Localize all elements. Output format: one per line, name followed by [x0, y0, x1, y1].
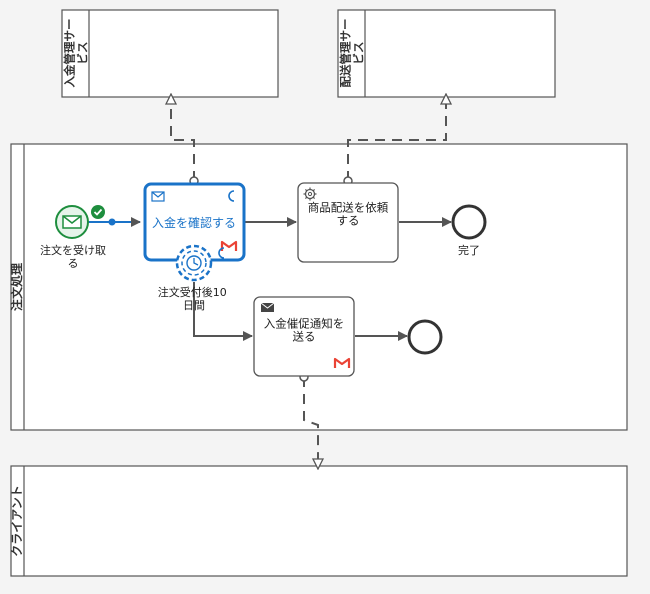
loading-spinner-icon	[228, 190, 235, 202]
start-event-message[interactable]	[55, 205, 105, 239]
task-request-delivery[interactable]: 商品配送を依頼する	[297, 182, 399, 263]
end-event-complete[interactable]	[451, 204, 487, 240]
task-send-reminder-label: 入金催促通知を送る	[264, 317, 345, 344]
pool-delivery-service[interactable]: 配送管理サービス	[337, 9, 556, 98]
timer-event-label-text: 注文受付後10	[158, 285, 227, 299]
pool-client-label: クライアント	[10, 485, 24, 557]
pool-order-process-label: 注文処理	[9, 263, 24, 311]
flow-selection-handle	[108, 218, 116, 226]
sequence-flow-timer-to-reminder[interactable]	[193, 282, 253, 341]
envelope-icon	[62, 215, 82, 229]
pool-payment-service[interactable]: 入金管理サービス	[61, 9, 279, 98]
gmail-icon	[333, 357, 351, 368]
boundary-timer-event[interactable]	[175, 244, 225, 282]
task-send-reminder[interactable]: 入金催促通知を送る	[253, 296, 355, 377]
task-request-delivery-label: 商品配送を依頼する	[308, 201, 389, 228]
check-circle-icon	[91, 205, 105, 219]
message-flow-to-payment[interactable]	[171, 99, 195, 181]
envelope-icon	[151, 191, 165, 202]
end-event-complete-label: 完了	[458, 243, 480, 257]
message-flow-to-client[interactable]	[303, 377, 318, 464]
pool-client[interactable]: クライアント	[10, 465, 628, 577]
clock-icon	[186, 255, 202, 271]
task-confirm-payment-label: 入金を確認する	[152, 215, 236, 230]
pool-payment-service-label: 入金管理サービス	[63, 19, 90, 88]
loading-spinner-icon	[218, 247, 225, 259]
timer-event-label-line2: 日間	[183, 299, 205, 312]
gear-icon	[303, 187, 317, 201]
start-event-label: 注文を受け取る	[40, 243, 106, 270]
pool-delivery-service-label: 配送管理サービス	[339, 19, 366, 88]
end-event-reminder[interactable]	[407, 319, 443, 355]
message-flow-to-delivery[interactable]	[347, 99, 446, 181]
envelope-filled-icon	[260, 302, 275, 312]
gmail-icon	[220, 240, 238, 251]
timer-event-label: 注文受付後10 日間	[158, 285, 231, 312]
